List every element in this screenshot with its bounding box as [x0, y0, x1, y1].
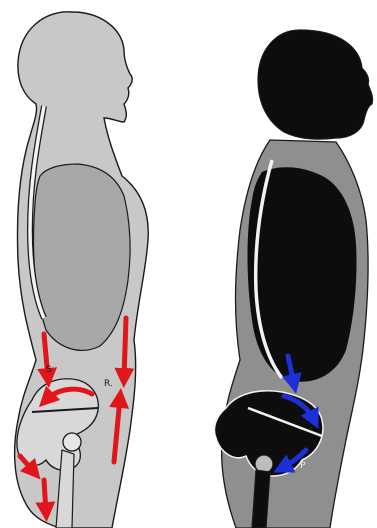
left-trunk-region	[34, 164, 131, 350]
red-arrow-abdomen-down	[124, 318, 126, 378]
label-p: P	[300, 461, 306, 471]
red-arrow-gluteal-down	[44, 480, 46, 512]
label-r: R.	[104, 379, 113, 389]
label-s: S	[46, 365, 52, 375]
left-figure: S R.	[15, 12, 149, 528]
right-head	[258, 30, 373, 139]
right-figure: P	[214, 30, 372, 528]
left-femur-head	[63, 433, 81, 451]
